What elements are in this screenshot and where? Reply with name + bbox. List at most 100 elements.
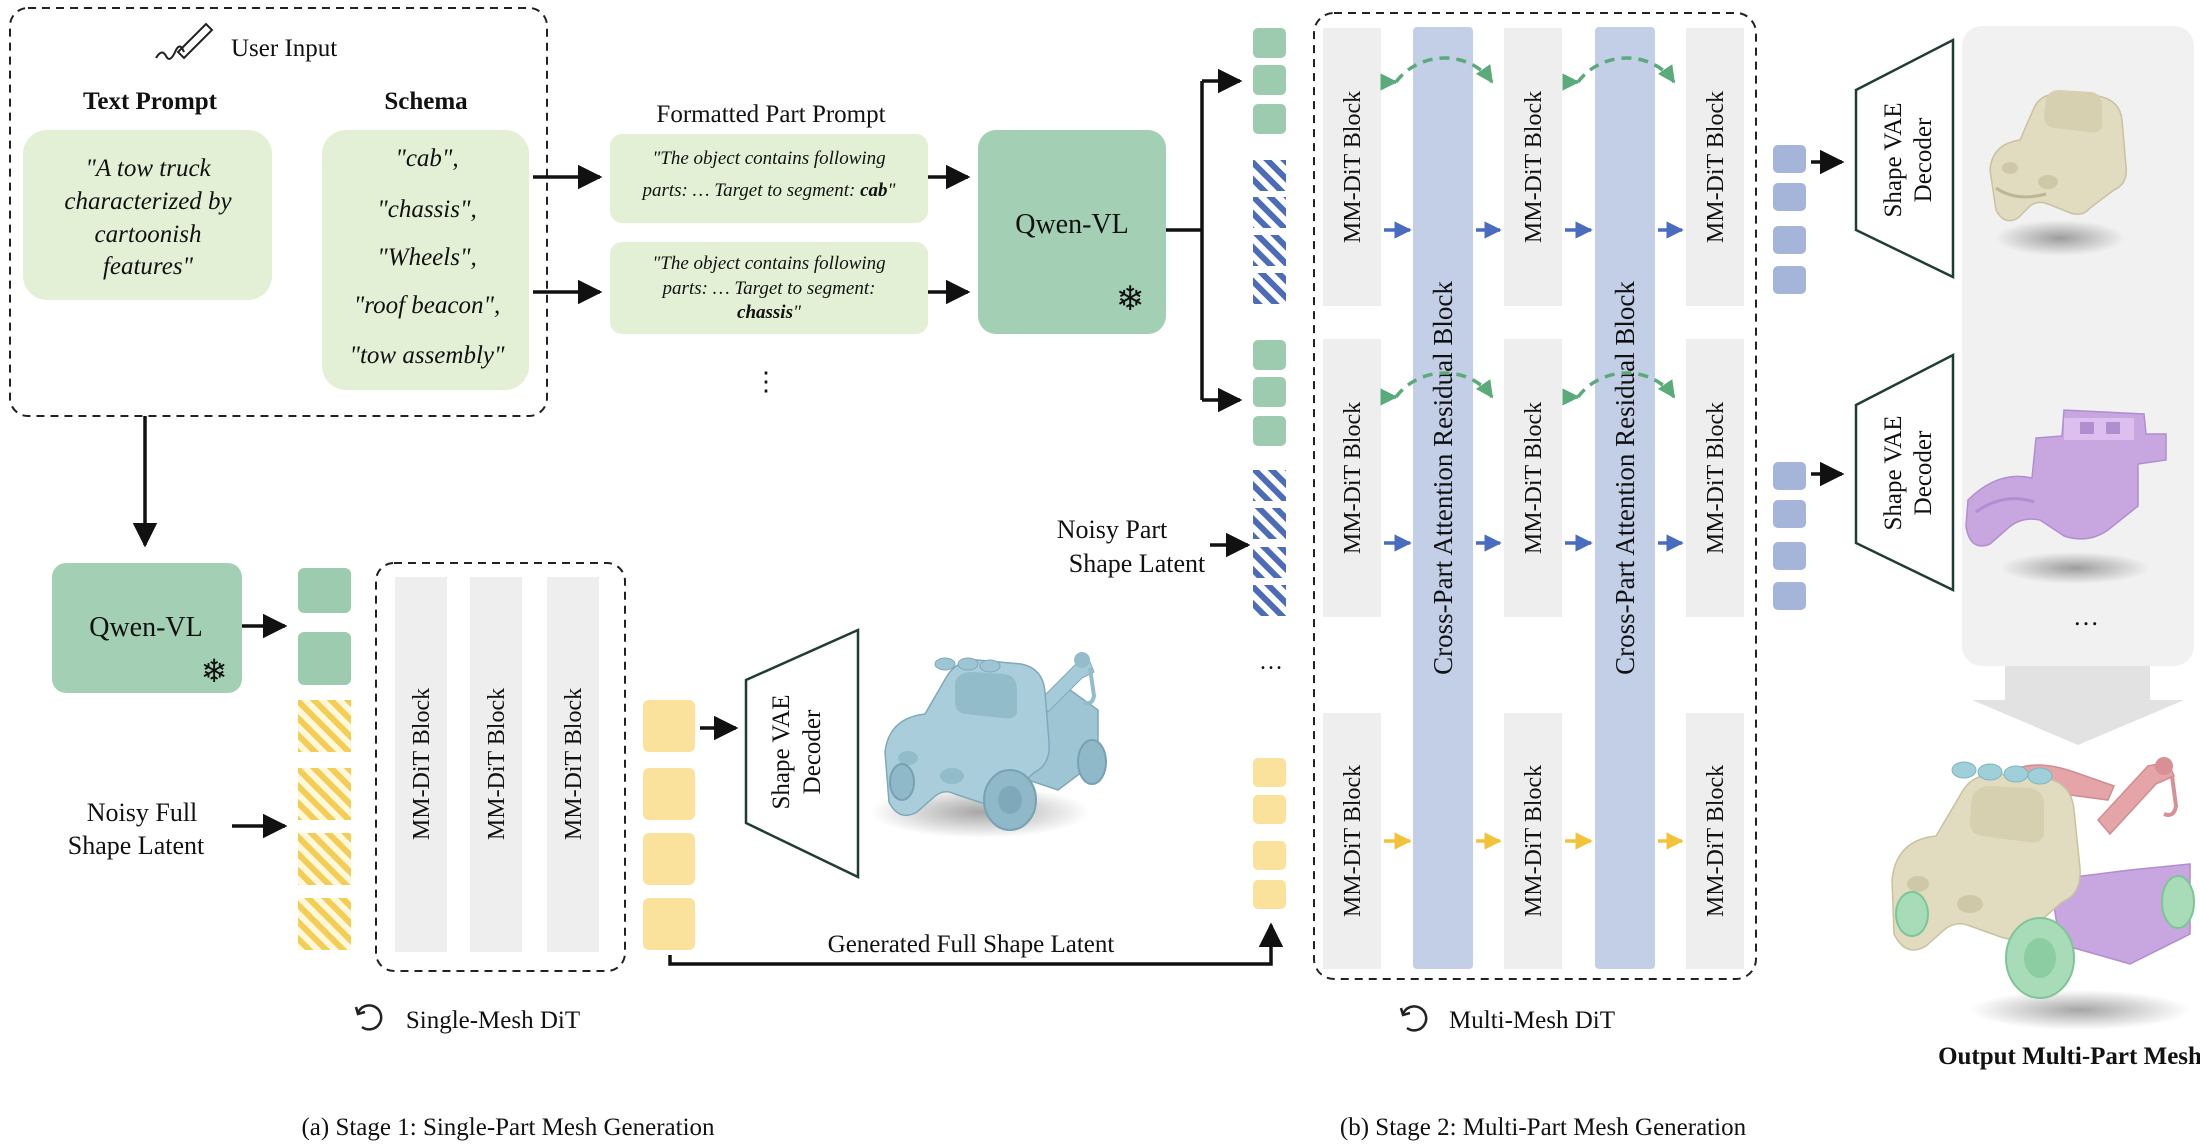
cross-part-label: Cross-Part Attention Residual Block <box>1428 281 1458 675</box>
mmdit-block-label: MM-DiT Block <box>1521 402 1547 554</box>
noisy-full-label: Shape Latent <box>68 831 205 860</box>
green-token <box>1253 65 1286 95</box>
noisy-blue-token <box>1253 547 1286 578</box>
blue-token <box>1773 542 1806 570</box>
mmdit-block <box>547 577 599 952</box>
green-token <box>1253 416 1286 446</box>
mmdit-block <box>1323 28 1381 306</box>
formatted-prompt-chassis <box>610 242 928 334</box>
blue-token <box>1773 226 1806 254</box>
output-multipart-label: Output Multi-Part Mesh <box>1938 1043 2200 1070</box>
text-prompt-text: "A tow truck characterized by cartoonish… <box>64 155 232 280</box>
qwen-vl-label: Qwen-VL <box>89 612 203 643</box>
blue-token <box>1773 500 1806 528</box>
yellow-token <box>1253 880 1286 909</box>
vae-label: Decoder <box>1910 117 1937 202</box>
shape-vae-decoder-part1 <box>1854 37 1955 279</box>
mmdit-block-label: MM-DiT Block <box>409 688 435 840</box>
text-prompt-line: features" <box>103 253 194 280</box>
green-token <box>298 632 351 685</box>
stage1-output-tokens <box>643 700 695 950</box>
text-prompt-line: "A tow truck <box>85 155 211 182</box>
mmdit-block-label: MM-DiT Block <box>561 688 587 840</box>
formatted-prompt-line: "The object contains following <box>652 148 885 169</box>
noisy-yellow-token <box>298 700 351 752</box>
noisy-yellow-token <box>298 898 351 950</box>
mmdit-block-label: MM-DiT Block <box>1521 765 1547 917</box>
full-shape-truck-image <box>870 652 1107 838</box>
yellow-token <box>643 898 695 950</box>
formatted-prompt-line: "The object contains following <box>652 253 885 274</box>
single-mesh-dit-frame <box>375 562 626 972</box>
cab-part-image <box>1989 90 2127 256</box>
mmdit-block-label: MM-DiT Block <box>1521 91 1547 243</box>
noisy-part-label: Noisy Part <box>1057 515 1168 544</box>
single-mesh-dit-caption: Single-Mesh DiT <box>406 1007 580 1034</box>
yellow-token <box>643 700 695 752</box>
text-prompt-line: characterized by <box>64 188 232 215</box>
blue-token <box>1773 462 1806 490</box>
schema-item: "tow assembly" <box>349 342 505 369</box>
formatted-prompt-cab <box>610 134 928 223</box>
multi-mesh-dit-frame <box>1313 12 1757 980</box>
schema-item: "cab", <box>395 145 458 172</box>
frozen-snowflake-icon: ❄ <box>1116 279 1145 319</box>
pen-icon <box>155 22 214 60</box>
text-prompt-heading: Text Prompt <box>83 88 218 115</box>
formatted-prompt-title: Formatted Part Prompt <box>656 101 885 128</box>
mmdit-block <box>1504 713 1562 969</box>
user-input-frame <box>9 7 548 417</box>
mmdit-block <box>1323 339 1381 617</box>
generated-latent-connector <box>668 922 1284 966</box>
chassis-part-image <box>1965 409 2167 584</box>
blue-token <box>1773 183 1806 211</box>
noisy-full-label: Noisy Full <box>87 798 198 827</box>
residual-arrow <box>1576 56 1676 84</box>
green-token <box>1253 377 1286 407</box>
yellow-token <box>643 768 695 820</box>
mmdit-block-label: MM-DiT Block <box>1340 91 1366 243</box>
residual-arrow <box>1576 371 1676 399</box>
vae-label: Shape VAE <box>1880 415 1907 530</box>
mmdit-blocks-stage2 <box>1323 28 1744 969</box>
noisy-part-label: Shape Latent <box>1069 549 1206 578</box>
mmdit-block-label: MM-DiT Block <box>484 688 510 840</box>
qwen-vl-label: Qwen-VL <box>1015 209 1129 240</box>
mmdit-block-label: MM-DiT Block <box>1703 402 1729 554</box>
part2-noisy-tokens <box>1253 470 1286 616</box>
parts-ellipsis: … <box>1259 649 1283 675</box>
residual-arrow <box>1394 371 1494 399</box>
mmdit-block <box>1504 28 1562 306</box>
noisy-blue-token <box>1253 470 1286 501</box>
residual-arrow <box>1394 56 1494 84</box>
mmdit-block <box>1686 28 1744 306</box>
blue-token <box>1773 582 1806 610</box>
prompts-ellipsis: ⋮ <box>753 367 779 396</box>
refresh-icon <box>1399 1005 1428 1032</box>
mmdit-block <box>1504 339 1562 617</box>
mmdit-block-label: MM-DiT Block <box>1703 765 1729 917</box>
user-input-title: User Input <box>231 35 337 62</box>
text-prompt-line: cartoonish <box>95 221 202 248</box>
yellow-token <box>1253 841 1286 870</box>
noisy-blue-token <box>1253 235 1286 266</box>
noisy-blue-token <box>1253 160 1286 191</box>
output-ellipsis: … <box>2073 602 2099 631</box>
mmdit-block <box>1323 713 1381 969</box>
yellow-token <box>643 833 695 885</box>
noisy-yellow-token <box>298 768 351 820</box>
noisy-blue-token <box>1253 508 1286 539</box>
vae-label: Shape VAE <box>768 694 795 809</box>
schema-box <box>322 130 529 390</box>
merge-down-arrow <box>1972 666 2184 745</box>
cross-part-label: Cross-Part Attention Residual Block <box>1610 281 1640 675</box>
refresh-icon <box>354 1004 383 1031</box>
schema-item: "chassis", <box>377 196 476 223</box>
part1-noisy-tokens <box>1253 160 1286 304</box>
part1-condition-tokens <box>1253 28 1286 134</box>
vae-label: Decoder <box>799 709 826 794</box>
schema-item: "Wheels", <box>377 244 476 271</box>
part1-output-tokens <box>1773 145 1806 294</box>
